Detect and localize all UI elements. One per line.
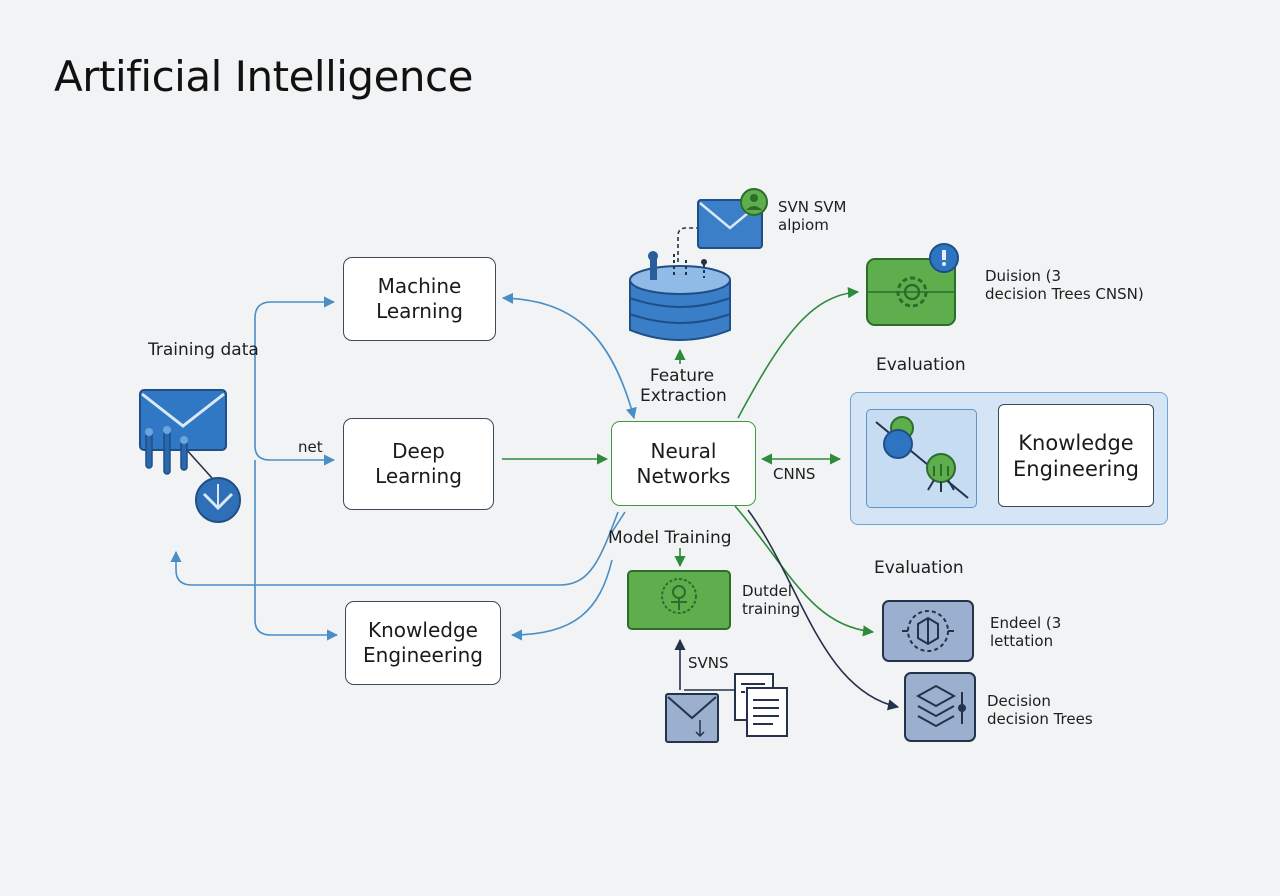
node-knowledge-engineering-right-label: Knowledge Engineering — [1013, 430, 1139, 481]
document-icon — [734, 673, 788, 737]
page-title: Artificial Intelligence — [54, 52, 473, 101]
edge-neural-to-endeel — [734, 505, 875, 637]
label-model-training: Model Training — [608, 528, 732, 548]
circuit-icon[interactable] — [882, 600, 976, 664]
database-icon — [629, 251, 731, 341]
envelope-chart-icon — [139, 389, 227, 475]
label-svns: SVNS — [688, 654, 729, 672]
download-icon — [195, 477, 241, 523]
label-net: net — [298, 438, 323, 456]
label-evaluation-top: Evaluation — [876, 355, 966, 375]
network-nodes-icon — [875, 416, 969, 499]
edge-neural-loop-back — [170, 511, 619, 586]
edge-ml-neural — [501, 292, 637, 420]
label-training-data: Training data — [148, 340, 259, 360]
model-icon[interactable] — [627, 570, 733, 632]
label-feature-extraction: Feature Extraction — [640, 366, 727, 406]
edge-db-to-mail — [677, 227, 700, 262]
label-svn-svm: SVN SVM alpiom — [778, 198, 847, 234]
node-knowledge-engineering-left-label: Knowledge Engineering — [363, 618, 483, 667]
edge-neural-to-gear — [737, 287, 860, 419]
node-neural-networks[interactable]: Neural Networks — [611, 421, 756, 506]
node-knowledge-engineering-left[interactable]: Knowledge Engineering — [345, 601, 501, 685]
label-cnns: CNNS — [773, 465, 816, 483]
info-badge-icon — [929, 243, 959, 273]
label-duision: Duision (3 decision Trees CNSN) — [985, 267, 1144, 303]
gear-icon[interactable] — [866, 258, 958, 328]
node-machine-learning-label: Machine Learning — [376, 274, 463, 323]
label-endeel: Endeel (3 lettation — [990, 614, 1062, 650]
mail-small-icon — [665, 693, 719, 743]
edge-neural-to-ke-left — [510, 559, 613, 641]
label-decision: Decision decision Trees — [987, 692, 1093, 728]
edge-neural-to-decision — [747, 509, 900, 711]
node-machine-learning[interactable]: Machine Learning — [343, 257, 496, 341]
edge-neural-dash — [611, 511, 626, 533]
node-deep-learning[interactable]: Deep Learning — [343, 418, 494, 510]
bug-icon — [926, 453, 956, 492]
edge-trunk-to-deep-learning — [254, 420, 336, 466]
edge-trunk-to-machine-learning — [254, 296, 336, 420]
mail-icon — [697, 188, 768, 249]
edge-trunk-to-knowledge-engineering — [254, 460, 339, 641]
label-dutdel-training: Dutdel training — [742, 582, 801, 618]
node-neural-networks-label: Neural Networks — [636, 438, 731, 488]
layers-icon[interactable] — [904, 672, 978, 744]
label-evaluation-bottom: Evaluation — [874, 558, 964, 578]
node-deep-learning-label: Deep Learning — [375, 439, 462, 488]
node-knowledge-engineering-right[interactable]: Knowledge Engineering — [998, 404, 1154, 507]
